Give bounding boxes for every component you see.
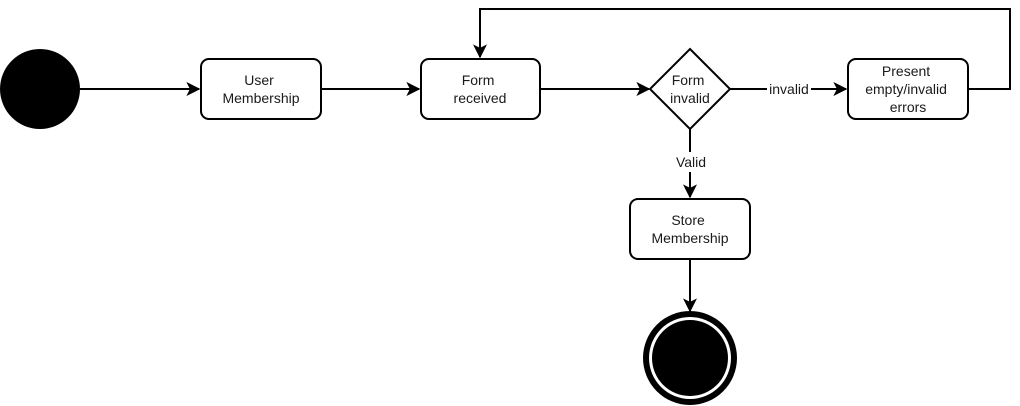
node-form-received[interactable]: Form received [420,58,541,120]
node-store-membership-line-1: Store [671,212,705,228]
node-present-errors-line-3: errors [890,99,927,115]
node-present-errors-line-1: Present [882,63,930,79]
node-form-received-line-1: Form [462,72,495,88]
node-present-errors[interactable]: Present empty/invalid errors [847,58,969,120]
edge-label-invalid-text: invalid [769,81,809,97]
svg-text:Present empty/invalid: Present empty/invalid errors [865,63,951,115]
edge-label-valid-text: Valid [676,154,706,170]
svg-text:Store Membership: Store Membership [651,212,728,246]
svg-text:User Membership: User Membership [222,72,299,106]
node-user-membership-line-2: Membership [222,90,299,106]
svg-text:Form received: Form received [454,72,507,106]
node-user-membership-line-1: User [244,72,274,88]
initial-node [0,49,80,129]
edge-label-invalid: invalid [767,79,811,99]
node-store-membership[interactable]: Store Membership [629,198,751,260]
node-form-received-line-2: received [454,90,507,106]
decision-form-invalid[interactable]: Form invalid [648,47,732,131]
edge-present-errors-loop-to-form-received [473,8,1011,90]
final-node [643,311,737,405]
node-store-membership-line-2: Membership [651,230,728,246]
node-present-errors-line-2: empty/invalid [865,81,947,97]
edge-label-valid: Valid [671,152,711,172]
node-user-membership[interactable]: User Membership [200,58,322,120]
svg-text:Form invalid: Form invalid [670,72,710,106]
decision-form-invalid-line-1: Form [672,72,705,88]
decision-form-invalid-line-2: invalid [670,90,710,106]
